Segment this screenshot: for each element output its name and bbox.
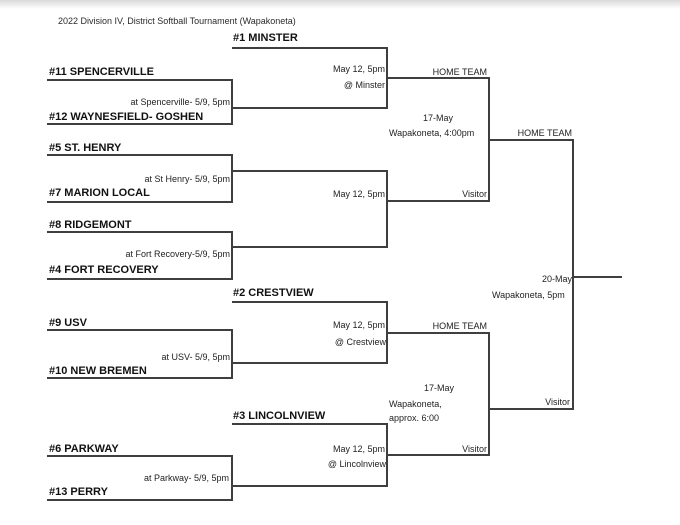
champion-line	[573, 276, 622, 278]
r1g2-top-line	[47, 154, 232, 156]
team-13-perry: #13 PERRY	[49, 486, 108, 498]
r1g4-detail: at USV- 5/9, 5pm	[161, 352, 230, 362]
r1g3-bottom-line	[47, 278, 232, 280]
r2g3-bottom-line	[232, 362, 388, 364]
r2g3-time: May 12, 5pm	[332, 320, 385, 330]
top-fade	[0, 0, 680, 9]
r2g2-time: May 12, 5pm	[332, 189, 385, 199]
r1g1-bottom-line	[47, 123, 232, 125]
sf1-date: 17-May	[423, 113, 454, 123]
team-2-crestview: #2 CRESTVIEW	[233, 287, 314, 299]
team-5-st-henry: #5 ST. HENRY	[49, 142, 122, 154]
r1g2-detail: at St Henry- 5/9, 5pm	[144, 174, 230, 184]
r1g4-top-line	[47, 329, 232, 331]
r1g4-edge-line	[231, 329, 233, 379]
r1g5-edge-line	[231, 455, 233, 501]
team-7-marion-local: #7 MARION LOCAL	[49, 187, 150, 199]
final-edge-line	[572, 139, 574, 410]
r2g3-top-line	[232, 301, 388, 303]
page-title: 2022 Division IV, District Softball Tour…	[58, 16, 296, 26]
r2g1-venue: @ Minster	[343, 80, 385, 90]
r2g1-advance-slot: HOME TEAM	[432, 67, 487, 77]
r2g1-time: May 12, 5pm	[332, 64, 385, 74]
r2g3-advance-slot: HOME TEAM	[432, 321, 487, 331]
r1g3-detail: at Fort Recovery-5/9, 5pm	[125, 249, 230, 259]
team-9-usv: #9 USV	[49, 317, 87, 329]
sf1-advance-slot: HOME TEAM	[517, 128, 572, 138]
r1g3-top-line	[47, 231, 232, 233]
r1g2-bottom-line	[47, 201, 232, 203]
r1g2-edge-line	[231, 154, 233, 203]
sf2-advance-slot: Visitor	[545, 397, 570, 407]
r2g2-edge-line	[386, 170, 388, 248]
r2g4-venue: @ Lincolnview	[327, 459, 386, 469]
team-11-spencerville: #11 SPENCERVILLE	[49, 66, 154, 78]
sf2-info-2: approx. 6:00	[389, 413, 440, 423]
r2g4-winner-line	[387, 454, 490, 456]
final-info: Wapakoneta, 5pm	[492, 290, 565, 300]
sf2-winner-line	[488, 408, 574, 410]
r2g2-winner-line	[387, 200, 490, 202]
r1g1-edge-line	[231, 79, 233, 125]
r1g4-bottom-line	[47, 377, 232, 379]
r2g3-venue: @ Crestview	[334, 337, 386, 347]
r2g4-time: May 12, 5pm	[332, 444, 385, 454]
r1g3-edge-line	[231, 231, 233, 280]
r1g5-bottom-line	[47, 499, 232, 501]
sf2-date: 17-May	[424, 383, 455, 393]
team-8-ridgemont: #8 RIDGEMONT	[49, 219, 132, 231]
r2g3-winner-line	[387, 332, 490, 334]
r2g1-bottom-line	[232, 107, 388, 109]
r2g1-top-line	[232, 47, 388, 49]
r1g5-top-line	[47, 455, 232, 457]
r2g2-top-line	[232, 170, 388, 172]
team-4-fort-recovery: #4 FORT RECOVERY	[49, 264, 159, 276]
r2g4-bottom-line	[232, 485, 388, 487]
r2g1-winner-line	[387, 77, 490, 79]
team-12-waynesfield-goshen: #12 WAYNESFIELD- GOSHEN	[49, 111, 204, 123]
final-date: 20-May	[541, 274, 572, 284]
team-1-minster: #1 MINSTER	[233, 32, 298, 44]
r2g4-top-line	[232, 423, 388, 425]
r2g2-advance-slot: Visitor	[462, 189, 487, 199]
r2g4-advance-slot: Visitor	[462, 444, 487, 454]
sf2-info-1: Wapakoneta,	[389, 399, 442, 409]
sf2-edge-line	[488, 332, 490, 456]
r1g1-top-line	[47, 79, 232, 81]
r2g2-bottom-line	[232, 246, 388, 248]
sf1-winner-line	[488, 139, 574, 141]
r1g5-detail: at Parkway- 5/9, 5pm	[143, 473, 229, 483]
r1g1-detail: at Spencerville- 5/9, 5pm	[130, 97, 230, 107]
team-10-new-bremen: #10 NEW BREMEN	[49, 365, 147, 377]
sf1-info: Wapakoneta, 4:00pm	[389, 128, 475, 138]
team-6-parkway: #6 PARKWAY	[49, 443, 119, 455]
team-3-lincolnview: #3 LINCOLNVIEW	[233, 410, 326, 422]
